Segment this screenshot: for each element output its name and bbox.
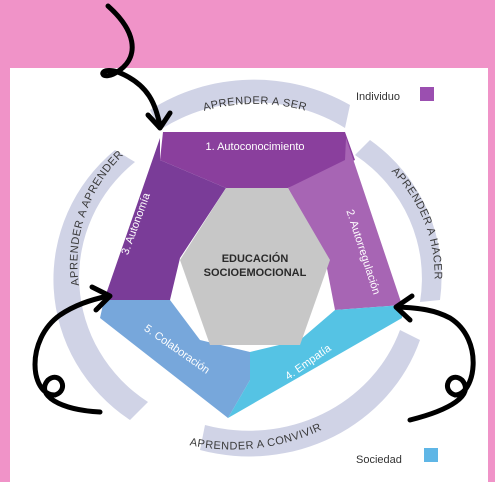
arrow-right-icon [395, 304, 476, 423]
legend-individual-swatch [420, 87, 434, 101]
piece-autoconocimiento [160, 132, 355, 188]
label-autoconocimiento: 1. Autoconocimiento [205, 141, 304, 153]
arrow-top-head-icon [145, 110, 173, 131]
center-title-line1: EDUCACIÓN [222, 252, 289, 265]
center-piece [180, 188, 330, 345]
piece-autorregulacion [288, 138, 402, 310]
arrow-right-head-icon [393, 293, 415, 323]
arrow-left-head-icon [89, 284, 113, 313]
center-title-line2: SOCIOEMOCIONAL [204, 267, 307, 279]
piece-autonomia [104, 138, 226, 300]
cycle-ring [53, 79, 442, 457]
piece-colaboracion [100, 300, 250, 418]
legend-society-label: Sociedad [356, 454, 402, 466]
arrow-left-icon [32, 293, 111, 415]
piece-empatia [228, 305, 402, 418]
legend-society-swatch [424, 448, 438, 462]
legend-individual-label: Individuo [356, 91, 400, 103]
arrow-top-icon [100, 3, 163, 128]
